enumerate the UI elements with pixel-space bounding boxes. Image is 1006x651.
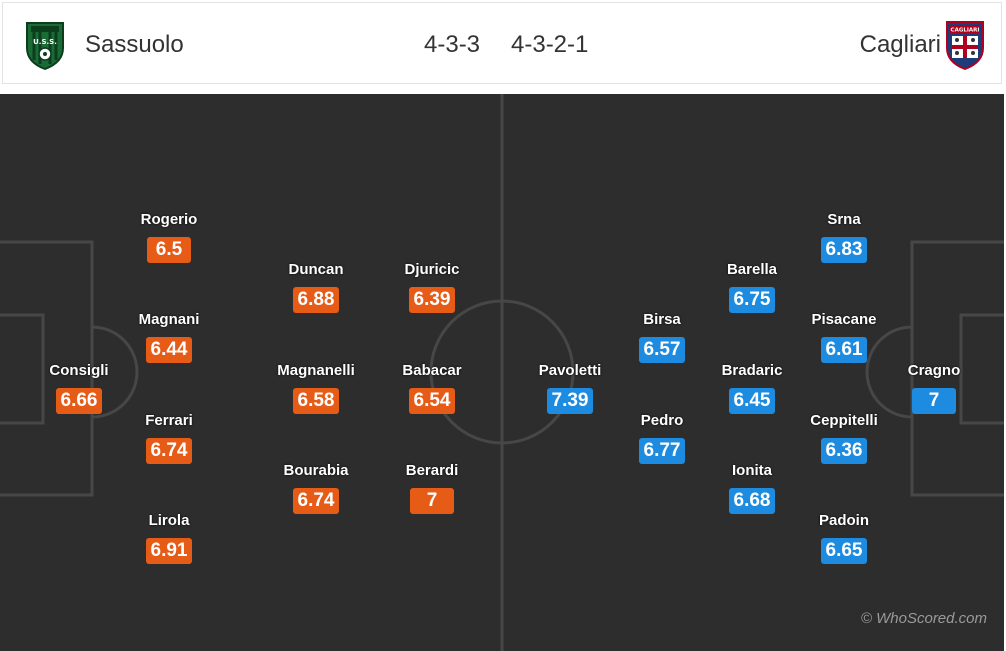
away-team-name: Cagliari [859, 31, 941, 58]
player-magnanelli[interactable]: Magnanelli 6.58 [256, 361, 376, 414]
whoscored-watermark: © WhoScored.com [860, 610, 987, 627]
player-rating: 6.88 [292, 287, 340, 313]
player-rating: 6.68 [728, 488, 776, 514]
player-name: Srna [827, 211, 861, 228]
player-name: Padoin [818, 512, 869, 529]
player-rating: 6.77 [638, 438, 686, 464]
player-birsa[interactable]: Birsa 6.57 [602, 310, 722, 363]
player-name: Berardi [405, 462, 459, 479]
player-rating: 6.74 [145, 438, 193, 464]
player-name: Pedro [640, 412, 684, 429]
match-header: U.S.S. Sassuolo 4-3-3 4-3-2-1 Cagliari C… [2, 2, 1002, 84]
player-rating: 6.36 [820, 438, 868, 464]
home-team-name: Sassuolo [85, 31, 184, 58]
player-rating: 6.75 [728, 287, 776, 313]
player-consigli[interactable]: Consigli 6.66 [19, 361, 139, 414]
player-barella[interactable]: Barella 6.75 [692, 260, 812, 313]
player-djuricic[interactable]: Djuricic 6.39 [372, 260, 492, 313]
pitch: Consigli 6.66 Rogerio 6.5 Magnani 6.44 F… [0, 94, 1004, 651]
player-rating: 6.66 [55, 388, 103, 414]
home-formation: 4-3-3 [424, 31, 481, 58]
player-cragno[interactable]: Cragno 7 [874, 361, 994, 414]
player-bourabia[interactable]: Bourabia 6.74 [256, 461, 376, 514]
player-name: Pavoletti [538, 362, 602, 379]
player-duncan[interactable]: Duncan 6.88 [256, 260, 376, 313]
player-rogerio[interactable]: Rogerio 6.5 [109, 210, 229, 263]
player-name: Consigli [49, 362, 109, 379]
player-rating: 6.57 [638, 337, 686, 363]
player-rating: 7 [410, 488, 454, 514]
player-name: Rogerio [140, 211, 198, 228]
player-name: Magnanelli [277, 362, 355, 379]
player-name: Bradaric [721, 362, 783, 379]
player-name: Barella [726, 261, 778, 278]
svg-text:CAGLIARI: CAGLIARI [951, 28, 980, 34]
player-name: Ceppitelli [810, 412, 878, 429]
player-rating: 6.44 [145, 337, 193, 363]
player-ionita[interactable]: Ionita 6.68 [692, 461, 812, 514]
player-rating: 6.54 [408, 388, 456, 414]
player-padoin[interactable]: Padoin 6.65 [784, 511, 904, 564]
player-berardi[interactable]: Berardi 7 [372, 461, 492, 514]
player-rating: 7.39 [546, 388, 594, 414]
player-name: Bourabia [283, 462, 349, 479]
player-name: Ionita [732, 462, 772, 479]
player-rating: 6.83 [820, 237, 868, 263]
player-srna[interactable]: Srna 6.83 [784, 210, 904, 263]
player-name: Babacar [402, 362, 462, 379]
player-rating: 6.61 [820, 337, 868, 363]
player-rating: 7 [912, 388, 956, 414]
away-formation: 4-3-2-1 [511, 31, 589, 58]
pitch-markings [0, 94, 1004, 651]
player-name: Ferrari [145, 412, 193, 429]
player-name: Magnani [138, 311, 200, 328]
player-babacar[interactable]: Babacar 6.54 [372, 361, 492, 414]
player-rating: 6.45 [728, 388, 776, 414]
player-lirola[interactable]: Lirola 6.91 [109, 511, 229, 564]
player-name: Duncan [288, 261, 344, 278]
player-name: Birsa [643, 311, 681, 328]
player-ferrari[interactable]: Ferrari 6.74 [109, 411, 229, 464]
player-rating: 6.91 [145, 538, 193, 564]
svg-text:U.S.S.: U.S.S. [33, 38, 57, 46]
player-pavoletti[interactable]: Pavoletti 7.39 [510, 361, 630, 414]
player-ceppitelli[interactable]: Ceppitelli 6.36 [784, 411, 904, 464]
player-pisacane[interactable]: Pisacane 6.61 [784, 310, 904, 363]
player-name: Pisacane [811, 311, 877, 328]
player-bradaric[interactable]: Bradaric 6.45 [692, 361, 812, 414]
player-rating: 6.58 [292, 388, 340, 414]
player-name: Lirola [148, 512, 190, 529]
player-pedro[interactable]: Pedro 6.77 [602, 411, 722, 464]
player-rating: 6.39 [408, 287, 456, 313]
player-name: Cragno [907, 362, 961, 379]
player-rating: 6.65 [820, 538, 868, 564]
sassuolo-crest-icon: U.S.S. [26, 22, 64, 70]
player-name: Djuricic [404, 261, 460, 278]
player-magnani[interactable]: Magnani 6.44 [109, 310, 229, 363]
cagliari-crest-icon: CAGLIARI [946, 21, 984, 70]
player-rating: 6.5 [147, 237, 191, 263]
player-rating: 6.74 [292, 488, 340, 514]
